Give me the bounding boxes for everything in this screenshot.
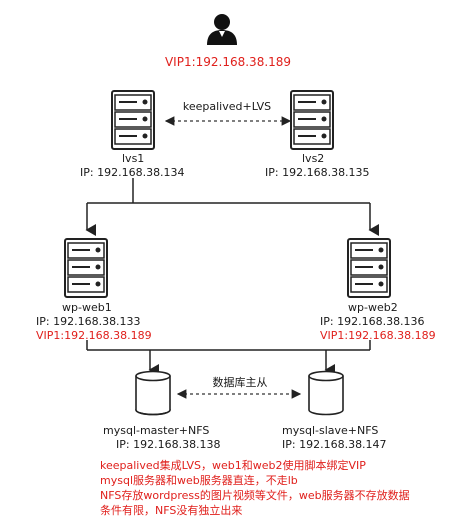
web2-ip: IP: 192.168.38.136 bbox=[320, 315, 425, 328]
note-line: keepalived集成LVS，web1和web2使用脚本绑定VIP bbox=[100, 459, 366, 472]
lvs2-ip: IP: 192.168.38.135 bbox=[265, 166, 370, 179]
db-link-label: 数据库主从 bbox=[212, 376, 268, 389]
server-icon bbox=[290, 90, 334, 150]
lvs-link-label: keepalived+LVS bbox=[182, 100, 272, 113]
web1-name: wp-web1 bbox=[62, 301, 112, 314]
server-icon bbox=[111, 90, 155, 150]
db-slave-ip: IP: 192.168.38.147 bbox=[282, 438, 387, 451]
note-line: NFS存放wordpress的图片视频等文件，web服务器不存放数据 bbox=[100, 489, 410, 502]
note-line: 条件有限，NFS没有独立出来 bbox=[100, 504, 243, 517]
database-icon bbox=[135, 370, 171, 416]
server-icon bbox=[64, 238, 108, 298]
lvs1-ip: IP: 192.168.38.134 bbox=[80, 166, 185, 179]
db-master-ip: IP: 192.168.38.138 bbox=[116, 438, 221, 451]
user-icon bbox=[207, 14, 237, 45]
server-icon bbox=[347, 238, 391, 298]
db-master-name: mysql-master+NFS bbox=[103, 424, 210, 437]
web2-vip: VIP1:192.168.38.189 bbox=[320, 329, 436, 342]
lvs2-name: lvs2 bbox=[302, 152, 325, 165]
web1-ip: IP: 192.168.38.133 bbox=[36, 315, 141, 328]
web1-vip: VIP1:192.168.38.189 bbox=[36, 329, 152, 342]
db-slave-name: mysql-slave+NFS bbox=[282, 424, 379, 437]
vip-top-label: VIP1:192.168.38.189 bbox=[164, 55, 292, 69]
notes-block: keepalived集成LVS，web1和web2使用脚本绑定VIP mysql… bbox=[100, 458, 410, 518]
database-icon bbox=[308, 370, 344, 416]
lvs1-name: lvs1 bbox=[122, 152, 145, 165]
web2-name: wp-web2 bbox=[348, 301, 398, 314]
note-line: mysql服务器和web服务器直连，不走lb bbox=[100, 474, 298, 487]
